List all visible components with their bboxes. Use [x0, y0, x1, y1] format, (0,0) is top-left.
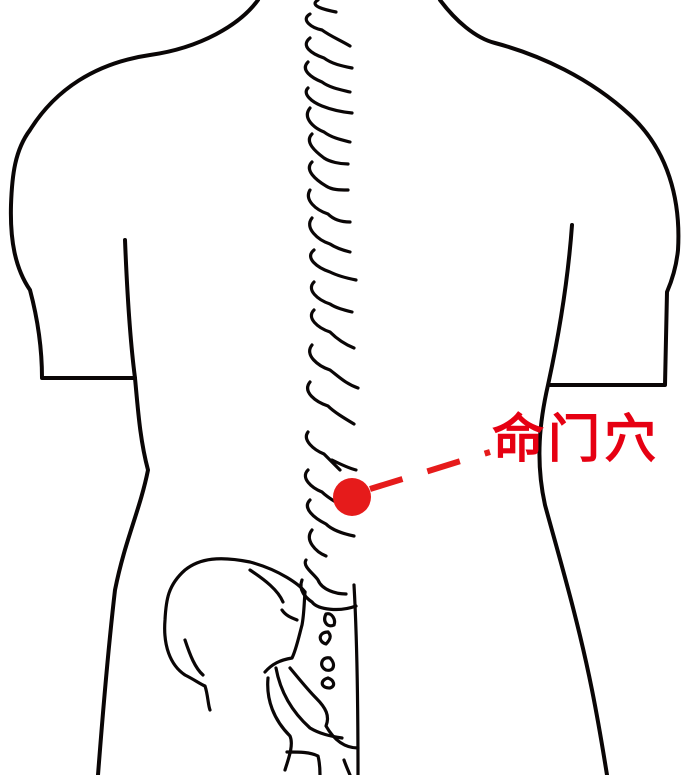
- acupoint-label: 命门穴: [492, 410, 661, 470]
- acupoint-marker[interactable]: [333, 478, 371, 516]
- right-shoulder-arm-outline: [438, 0, 681, 387]
- right-torso-outline: [537, 223, 609, 777]
- acupoint-leader-line: [369, 449, 491, 492]
- left-shoulder-arm-outline: [8, 0, 260, 380]
- pelvis: [163, 557, 360, 777]
- left-torso-outline: [96, 238, 150, 777]
- spine: [299, 0, 360, 690]
